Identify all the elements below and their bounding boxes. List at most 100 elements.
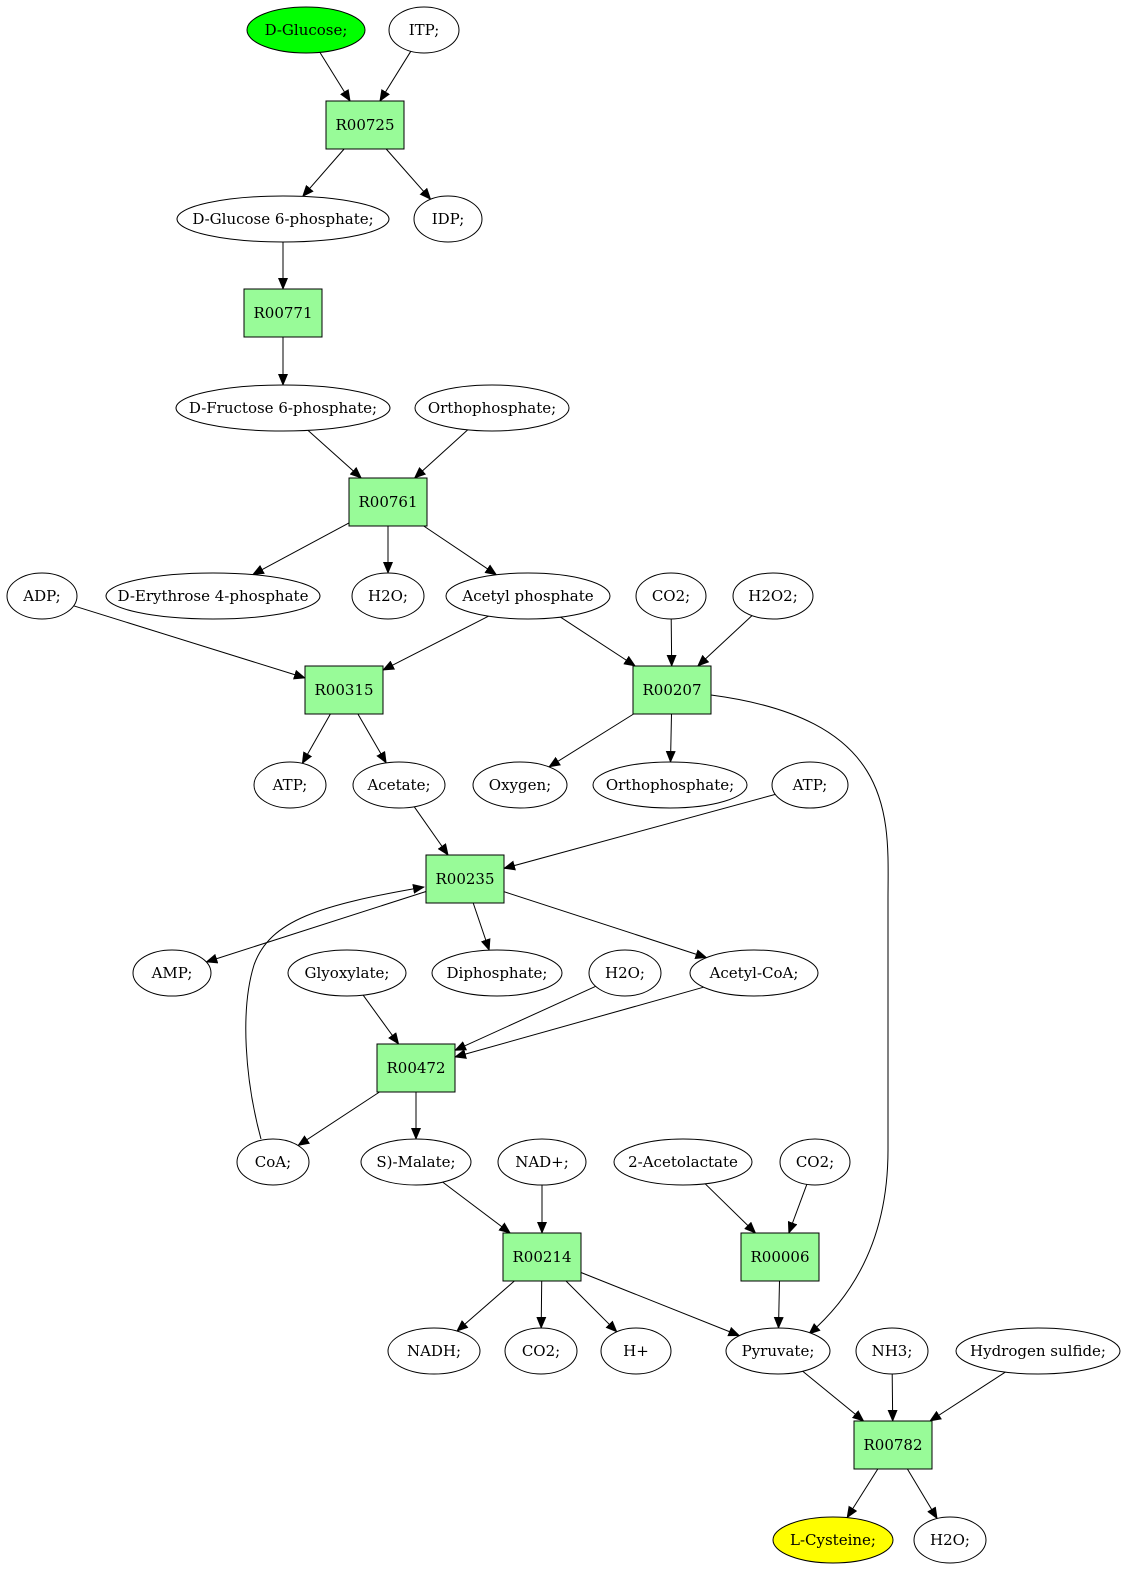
compound-node-orthophosphate2: Orthophosphate; bbox=[592, 761, 748, 809]
node-label: D-Erythrose 4-phosphate bbox=[118, 587, 309, 605]
reaction-node-r00235: R00235 bbox=[425, 854, 505, 904]
edge-nh3-to-r00782 bbox=[887, 1373, 898, 1422]
node-label: NADH; bbox=[407, 1342, 461, 1360]
reaction-box bbox=[376, 1043, 456, 1093]
compound-node-atp2: ATP; bbox=[771, 761, 849, 809]
reaction-node-r00472: R00472 bbox=[376, 1043, 456, 1093]
edge-h2o2-to-r00207 bbox=[697, 615, 753, 667]
node-label: ATP; bbox=[792, 776, 828, 794]
edge-r00315-to-atp1 bbox=[301, 713, 331, 765]
edge-h2o3-to-r00472 bbox=[454, 985, 596, 1051]
edge-r00207-to-orthophosphate2 bbox=[665, 713, 676, 763]
edge-acetylphosphate-to-r00207 bbox=[560, 616, 637, 667]
node-label: R00761 bbox=[358, 493, 417, 511]
edges-layer bbox=[73, 51, 1006, 1520]
compound-node-itp: ITP; bbox=[388, 6, 460, 54]
edge-h2s-to-r00782 bbox=[929, 1371, 1006, 1422]
node-label: CoA; bbox=[255, 1153, 291, 1171]
compound-node-nh3: NH3; bbox=[855, 1327, 929, 1375]
compound-ellipse bbox=[287, 949, 407, 997]
node-label: CO2; bbox=[796, 1153, 834, 1171]
compound-ellipse bbox=[352, 761, 446, 809]
edge-adp-to-r00315 bbox=[73, 605, 306, 680]
compound-ellipse bbox=[497, 1138, 587, 1186]
edge-atp2-to-r00235 bbox=[503, 793, 776, 871]
reaction-box bbox=[740, 1232, 820, 1282]
edge-co2a-to-r00207 bbox=[666, 618, 677, 667]
compound-ellipse bbox=[472, 761, 568, 809]
compound-node-nad: NAD+; bbox=[497, 1138, 587, 1186]
node-label: R00771 bbox=[253, 304, 312, 322]
node-label: D-Fructose 6-phosphate; bbox=[189, 399, 377, 417]
compound-ellipse bbox=[387, 1327, 481, 1375]
compound-node-co2c: CO2; bbox=[504, 1327, 578, 1375]
reaction-node-r00006: R00006 bbox=[740, 1232, 820, 1282]
edge-r00782-to-h2o4 bbox=[906, 1468, 938, 1520]
edge-pyruvate-to-r00782 bbox=[802, 1370, 865, 1422]
compound-node-orthophosphate1: Orthophosphate; bbox=[414, 384, 570, 432]
compound-node-oxygen: Oxygen; bbox=[472, 761, 568, 809]
node-label: ADP; bbox=[22, 587, 60, 605]
compound-ellipse bbox=[771, 761, 849, 809]
compound-ellipse bbox=[635, 572, 707, 620]
compound-node-coa: CoA; bbox=[236, 1138, 310, 1186]
node-label: R00235 bbox=[435, 870, 494, 888]
edge-r00725-to-g6p bbox=[302, 148, 345, 198]
compound-node-h2o1: H2O; bbox=[351, 572, 425, 620]
compound-node-acetate: Acetate; bbox=[352, 761, 446, 809]
node-label: H2O2; bbox=[748, 587, 798, 605]
node-label: D-Glucose; bbox=[265, 21, 348, 39]
reaction-box bbox=[325, 100, 405, 150]
edge-itp-to-r00725 bbox=[379, 51, 412, 102]
compound-node-glyoxylate: Glyoxylate; bbox=[287, 949, 407, 997]
node-label: CO2; bbox=[522, 1342, 560, 1360]
compound-ellipse bbox=[413, 195, 483, 243]
reaction-box bbox=[243, 288, 323, 338]
node-label: H+ bbox=[623, 1342, 649, 1360]
edge-r00214-to-pyruvate bbox=[580, 1272, 741, 1337]
compound-ellipse bbox=[955, 1327, 1121, 1375]
edge-r00761-to-acetylphosphate bbox=[423, 525, 498, 576]
edge-glyoxylate-to-r00472 bbox=[362, 994, 400, 1045]
node-label: S)-Malate; bbox=[376, 1153, 455, 1171]
compound-ellipse bbox=[779, 1138, 851, 1186]
compound-ellipse bbox=[592, 761, 748, 809]
node-label: ITP; bbox=[409, 21, 440, 39]
compound-node-h2o2: H2O2; bbox=[732, 572, 814, 620]
reaction-box bbox=[853, 1420, 933, 1470]
node-label: AMP; bbox=[151, 964, 193, 982]
compound-ellipse bbox=[689, 949, 819, 997]
edge-r00006-to-pyruvate bbox=[773, 1280, 784, 1329]
edge-r00315-to-acetate bbox=[357, 713, 387, 764]
reaction-box bbox=[502, 1232, 582, 1282]
compound-node-co2b: CO2; bbox=[779, 1138, 851, 1186]
node-label: Acetyl-CoA; bbox=[709, 964, 799, 982]
edge-r00214-to-hplus bbox=[565, 1280, 618, 1333]
compound-ellipse bbox=[445, 572, 611, 620]
compound-ellipse bbox=[175, 384, 391, 432]
reaction-node-r00725: R00725 bbox=[325, 100, 405, 150]
compound-node-hplus: H+ bbox=[600, 1327, 672, 1375]
edge-r00214-to-co2c bbox=[536, 1280, 547, 1329]
node-label: ATP; bbox=[272, 776, 308, 794]
compound-node-e4p: D-Erythrose 4-phosphate bbox=[105, 572, 321, 620]
compound-ellipse bbox=[588, 949, 662, 997]
compound-ellipse bbox=[132, 949, 212, 997]
node-label: D-Glucose 6-phosphate; bbox=[192, 210, 373, 228]
compound-ellipse bbox=[732, 572, 814, 620]
compound-ellipse bbox=[253, 761, 327, 809]
node-label: R00782 bbox=[863, 1436, 922, 1454]
reaction-box bbox=[425, 854, 505, 904]
node-label: R00725 bbox=[335, 116, 394, 134]
edge-r00235-to-acetylcoa bbox=[503, 891, 708, 959]
compound-ellipse bbox=[431, 949, 563, 997]
compound-ellipse bbox=[600, 1327, 672, 1375]
node-label: R00214 bbox=[512, 1248, 571, 1266]
node-label: NH3; bbox=[872, 1342, 913, 1360]
reaction-box bbox=[348, 477, 428, 527]
node-label: H2O; bbox=[930, 1531, 970, 1549]
compound-ellipse bbox=[504, 1327, 578, 1375]
reaction-node-r00207: R00207 bbox=[632, 665, 712, 715]
